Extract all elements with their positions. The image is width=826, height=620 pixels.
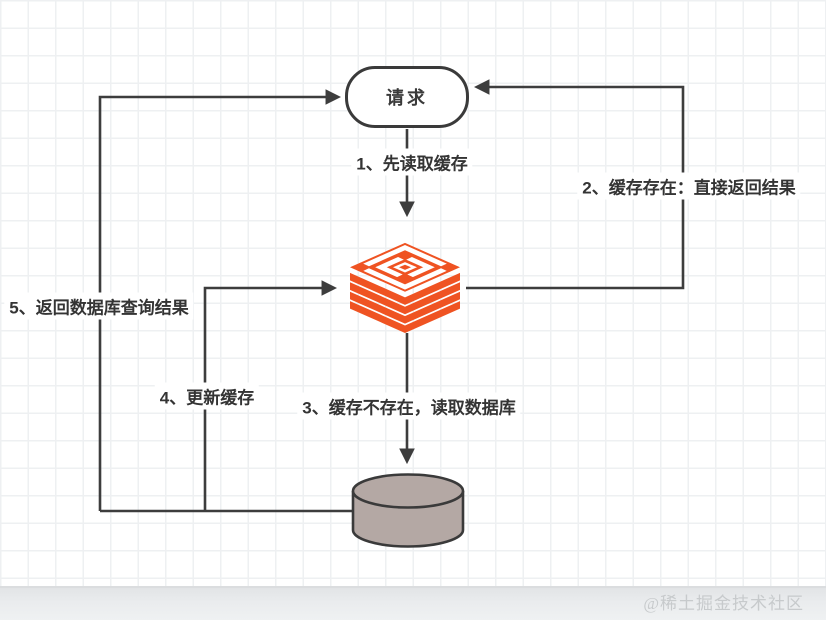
redis-icon	[350, 242, 460, 333]
footer-bar: @稀土掘金技术社区	[0, 586, 826, 620]
edge-label-2: 2、缓存存在：直接返回结果	[577, 172, 801, 200]
database-icon	[351, 473, 465, 548]
watermark-text: @稀土掘金技术社区	[643, 594, 804, 613]
edge-4-database-to-redis	[203, 280, 338, 511]
request-node: 请求	[345, 66, 469, 128]
edge-label-4: 4、更新缓存	[154, 382, 260, 410]
edge-label-3: 3、缓存不存在，读取数据库	[297, 392, 521, 420]
edge-label-1: 1、先读取缓存	[351, 148, 473, 176]
edge-label-5: 5、返回数据库查询结果	[4, 292, 194, 320]
edge-5-database-to-request	[98, 89, 342, 511]
request-node-label: 请求	[386, 88, 428, 108]
